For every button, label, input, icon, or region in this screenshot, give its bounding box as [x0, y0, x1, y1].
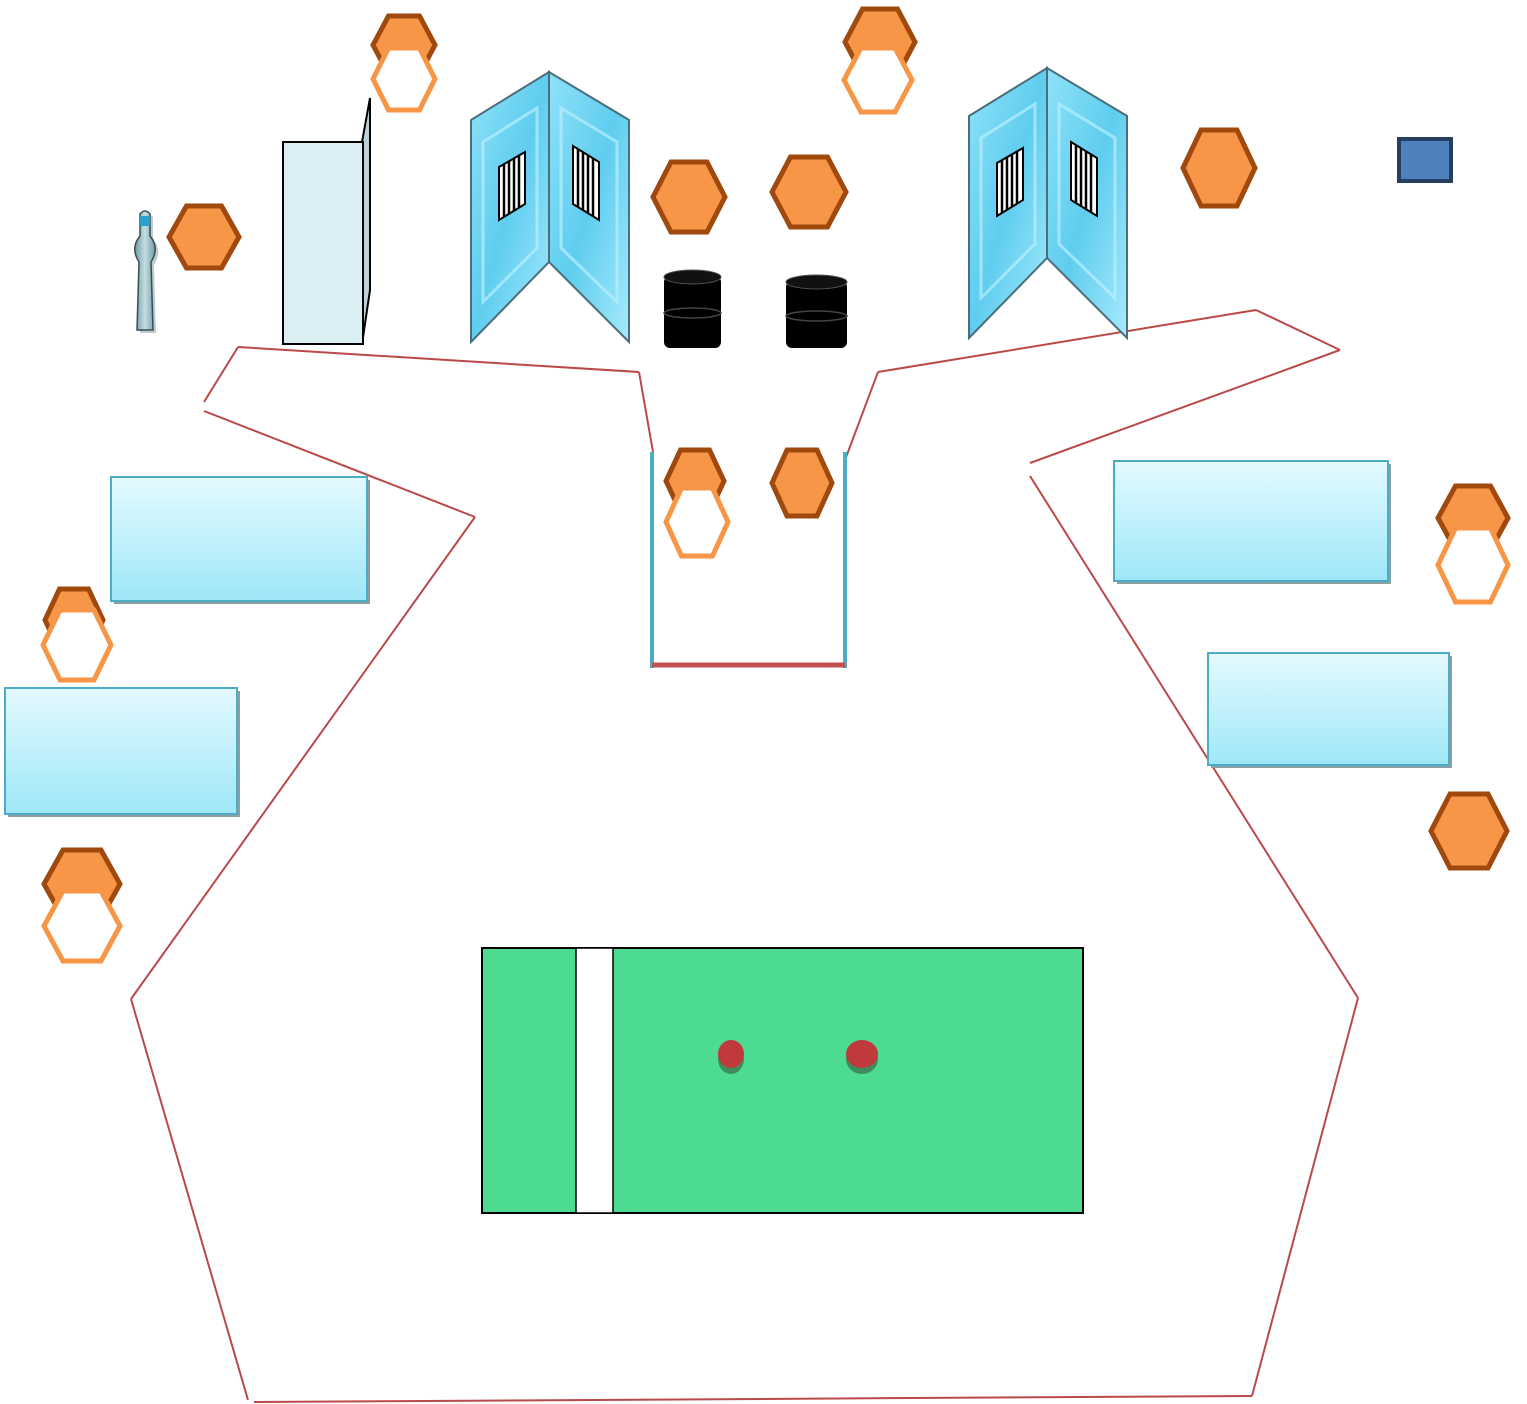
folding-screen-icon: [469, 70, 631, 344]
hexagon-outline-icon: [40, 607, 114, 683]
pad-stripe: [575, 947, 614, 1214]
crate-right-upper: [1113, 460, 1391, 584]
hexagon-icon: [1428, 791, 1510, 871]
barrel-icon: [785, 274, 848, 348]
goal-frame: [650, 452, 847, 668]
hexagon-markers: [40, 6, 1511, 964]
field-boundary: [130, 309, 1359, 1403]
cabinet: [282, 97, 371, 345]
hexagon-outline-icon: [370, 45, 438, 113]
hexagon-outline-icon: [41, 888, 123, 964]
hexagon-icon: [769, 154, 849, 230]
crate-left-lower: [4, 687, 240, 817]
hexagon-outline-icon: [1435, 525, 1511, 605]
barrel-icon: [663, 269, 722, 348]
hexagon-outline-icon: [841, 45, 915, 115]
hexagon-icon: [650, 159, 728, 235]
hexagon-icon: [166, 203, 242, 271]
green-pad: [481, 947, 1084, 1214]
crate-right-lower: [1207, 652, 1452, 768]
hexagon-icon: [769, 447, 835, 519]
hexagon-icon: [1180, 127, 1258, 209]
square-marker-icon: [1397, 137, 1453, 183]
person-icon: [134, 210, 159, 333]
folding-screen-icon: [967, 66, 1129, 340]
crate-left-upper: [110, 476, 370, 604]
hexagon-outline-icon: [663, 485, 731, 559]
